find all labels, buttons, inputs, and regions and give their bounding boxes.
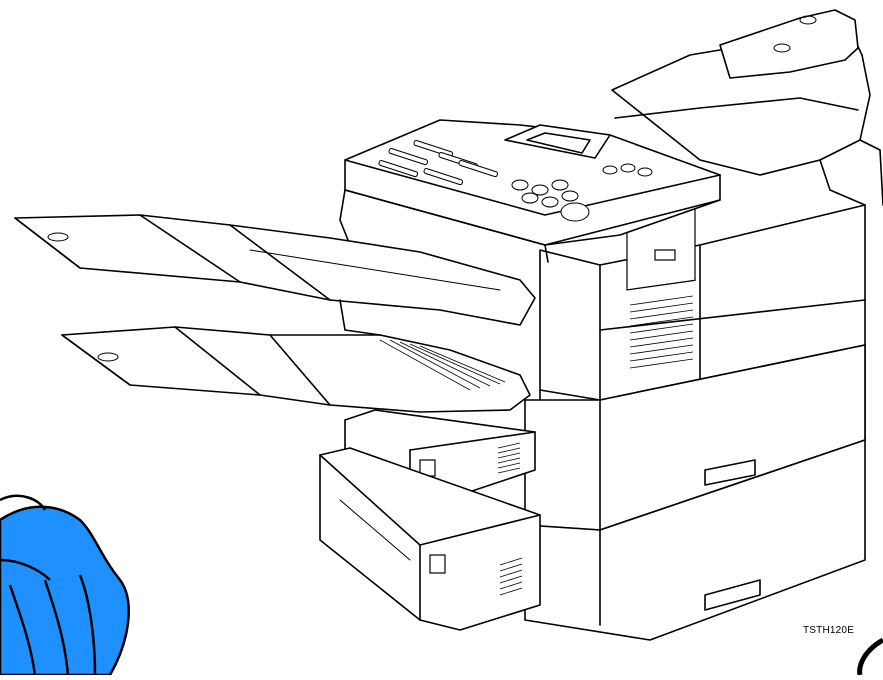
tray-guides <box>379 339 506 391</box>
panel-buttons <box>378 140 653 222</box>
upper-output-tray <box>14 214 536 326</box>
gloved-hand-icon <box>0 494 130 677</box>
paper-cassette-lower <box>319 447 541 631</box>
corner-arc <box>857 637 883 676</box>
control-panel <box>339 119 721 263</box>
middle-output-tray <box>61 299 531 413</box>
document-feeder <box>611 9 883 206</box>
vent-grille <box>629 295 694 369</box>
figure-label: TSTH120E <box>803 625 855 636</box>
